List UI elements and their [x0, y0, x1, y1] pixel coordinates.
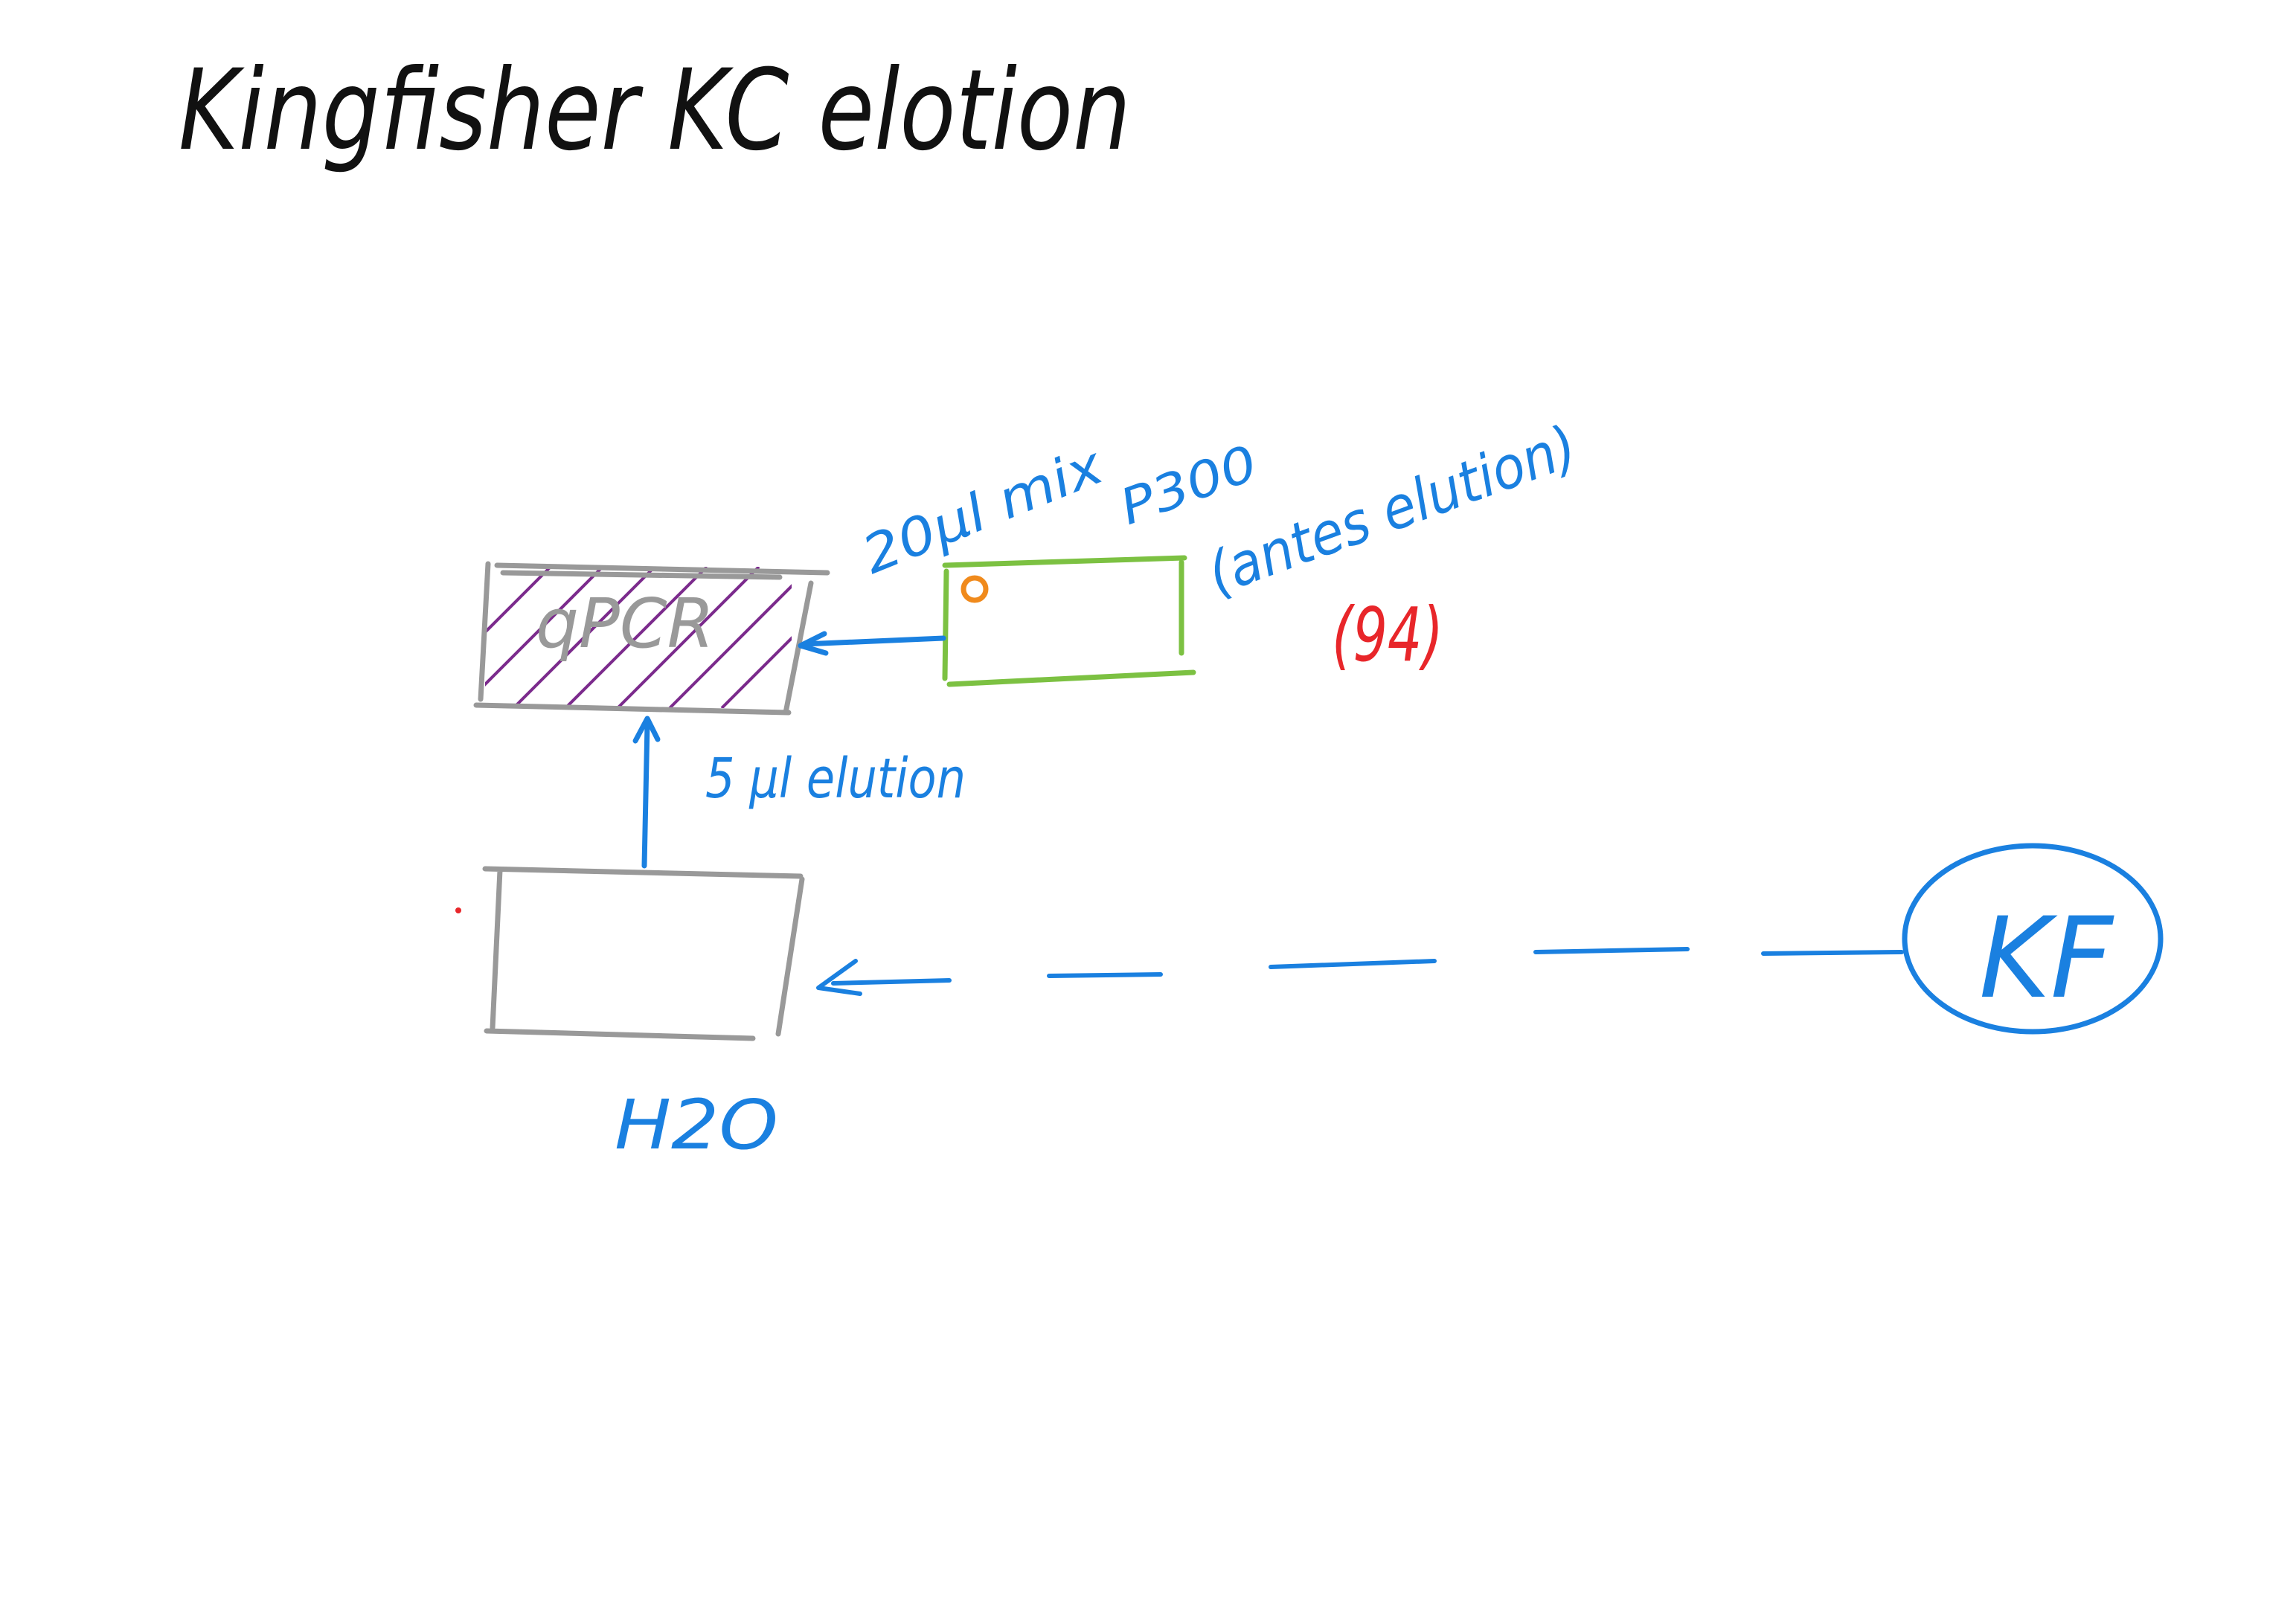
arrow-plate-to-qpcr: [798, 631, 946, 656]
count-label: (94): [1332, 591, 1443, 678]
well-marker-icon: [961, 575, 989, 603]
red-dot-icon: [455, 907, 461, 913]
qpcr-label: qPCR: [536, 584, 714, 663]
pipette-label: P300: [1112, 434, 1265, 536]
plate-box: [942, 555, 1196, 687]
kf-label: KF: [1979, 894, 2115, 1023]
before-elution-label: (antes elution): [1199, 413, 1585, 608]
kf-circle: [1902, 843, 2164, 1035]
page-title: Kingfisher KC elotion: [179, 46, 1131, 176]
dashed-arrow-kf-to-box: [816, 947, 1904, 996]
h2o-box: [482, 866, 805, 1041]
arrow-elution-up: [632, 716, 661, 869]
h2o-label: H2O: [615, 1085, 778, 1165]
elution-label: 5 µl elution: [705, 747, 966, 811]
qpcr-box: [473, 561, 830, 716]
qpcr-hatching: [485, 567, 792, 708]
